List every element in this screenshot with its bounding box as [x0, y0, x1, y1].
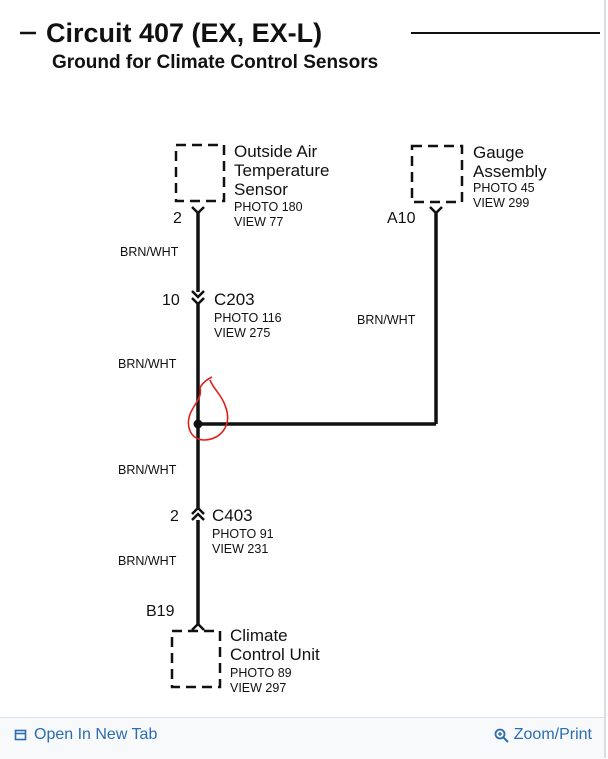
c203-connector-bottom	[191, 297, 205, 306]
c403-pin: 2	[170, 508, 179, 525]
climate-control-name-line1: Climate	[230, 626, 288, 645]
c203-connector-top	[191, 290, 205, 299]
outside-air-view: VIEW 77	[234, 215, 283, 229]
footer-bar: Open In New Tab Zoom/Print	[0, 717, 604, 759]
c203-photo: PHOTO 116	[214, 311, 282, 325]
outside-air-pin: 2	[173, 210, 182, 227]
open-new-tab-label: Open In New Tab	[34, 726, 158, 743]
wire-label-1: BRN/WHT	[120, 245, 179, 259]
red-annotation-circle	[187, 376, 229, 441]
climate-control-view: VIEW 297	[230, 681, 286, 695]
climate-control-box	[170, 629, 222, 689]
open-new-tab-icon	[14, 728, 28, 742]
climate-control-connector	[191, 622, 205, 631]
wire-label-3: BRN/WHT	[118, 357, 177, 371]
c403-name: C403	[212, 506, 253, 525]
c203-pin: 10	[162, 292, 180, 309]
outside-air-photo: PHOTO 180	[234, 200, 303, 214]
climate-control-name-line2: Control Unit	[230, 645, 320, 664]
outside-air-name-line3: Sensor	[234, 180, 288, 199]
c203-name: C203	[214, 290, 255, 309]
wire-label-4: BRN/WHT	[118, 463, 177, 477]
open-new-tab-link[interactable]: Open In New Tab	[14, 726, 157, 744]
climate-control-pin: B19	[146, 603, 175, 620]
gauge-name-line2: Assembly	[473, 162, 547, 181]
gauge-connector	[429, 206, 443, 215]
gauge-view: VIEW 299	[473, 196, 529, 210]
zoom-print-label: Zoom/Print	[513, 726, 592, 743]
c403-connector-top	[191, 506, 205, 515]
page-title: Circuit 407 (EX, EX-L)	[46, 18, 322, 48]
outside-air-connector	[191, 206, 205, 215]
c403-view: VIEW 231	[212, 542, 268, 556]
page-subtitle: Ground for Climate Control Sensors	[52, 52, 378, 73]
outside-air-name-line1: Outside Air	[234, 142, 317, 161]
gauge-assembly-box	[410, 144, 464, 204]
outside-air-name-line2: Temperature	[234, 161, 329, 180]
c403-connector-bottom	[191, 512, 205, 521]
c203-view: VIEW 275	[214, 326, 270, 340]
zoom-icon	[494, 728, 509, 743]
gauge-photo: PHOTO 45	[473, 181, 535, 195]
wire-label-2: BRN/WHT	[357, 313, 416, 327]
zoom-print-link[interactable]: Zoom/Print	[494, 726, 592, 744]
outside-air-sensor-box	[174, 143, 226, 203]
gauge-name-line1: Gauge	[473, 143, 524, 162]
splice-dot	[193, 419, 203, 429]
c403-photo: PHOTO 91	[212, 527, 274, 541]
climate-control-photo: PHOTO 89	[230, 666, 292, 680]
gauge-pin: A10	[387, 210, 416, 227]
wire-label-5: BRN/WHT	[118, 554, 177, 568]
wiring-diagram: Circuit 407 (EX, EX-L) Ground for Climat…	[20, 18, 600, 695]
